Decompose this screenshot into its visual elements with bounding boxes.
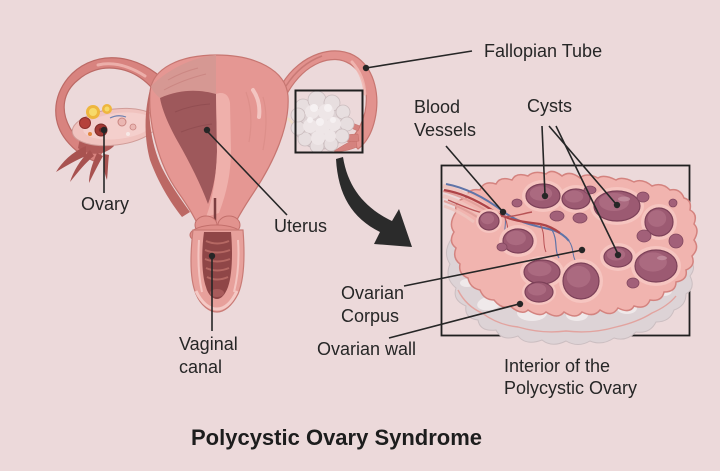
- magnified-region-box: [294, 89, 364, 154]
- leader-ovary: [100, 126, 108, 193]
- leader-fallopian-tube: [362, 50, 473, 72]
- leader-ovarian-corpus: [403, 246, 586, 287]
- polycystic-ovary: [290, 90, 355, 154]
- label-ovarian-wall: Ovarian wall: [317, 339, 417, 359]
- fallopian-tube-right: [281, 50, 378, 150]
- follicle-red: [79, 117, 91, 129]
- label-uterus: Uterus: [274, 216, 328, 236]
- vaginal-canal: [189, 224, 245, 313]
- vaginal-interior: [202, 232, 232, 299]
- leader-cysts: [541, 125, 622, 259]
- label-ovary: Ovary: [81, 194, 130, 214]
- ovary-vessel: [109, 115, 127, 119]
- leader-blood-vessels: [445, 145, 507, 216]
- label-ovarian-corpus: Ovarian Corpus: [341, 283, 405, 326]
- label-cysts: Cysts: [527, 96, 572, 116]
- uterine-cavity: [160, 90, 217, 204]
- label-blood-vessels: Blood Vessels: [414, 97, 477, 140]
- diagram-title: Polycystic Ovary Syndrome: [191, 425, 483, 450]
- label-fallopian-tube: Fallopian Tube: [484, 41, 603, 61]
- leader-uterus: [203, 126, 288, 216]
- uterus-illustration: [55, 50, 378, 313]
- ovary-left: [71, 104, 159, 147]
- zoom-arrow-icon: [336, 157, 412, 247]
- leader-ovarian-wall: [388, 300, 524, 339]
- interior-panel: [440, 164, 698, 345]
- uterus-body: [145, 54, 289, 235]
- label-vaginal-canal: Vaginal canal: [179, 334, 238, 377]
- leader-lines: [100, 50, 622, 339]
- panel-caption: Interior of the Polycystic Ovary: [504, 356, 638, 398]
- leader-vaginal-canal: [208, 252, 216, 331]
